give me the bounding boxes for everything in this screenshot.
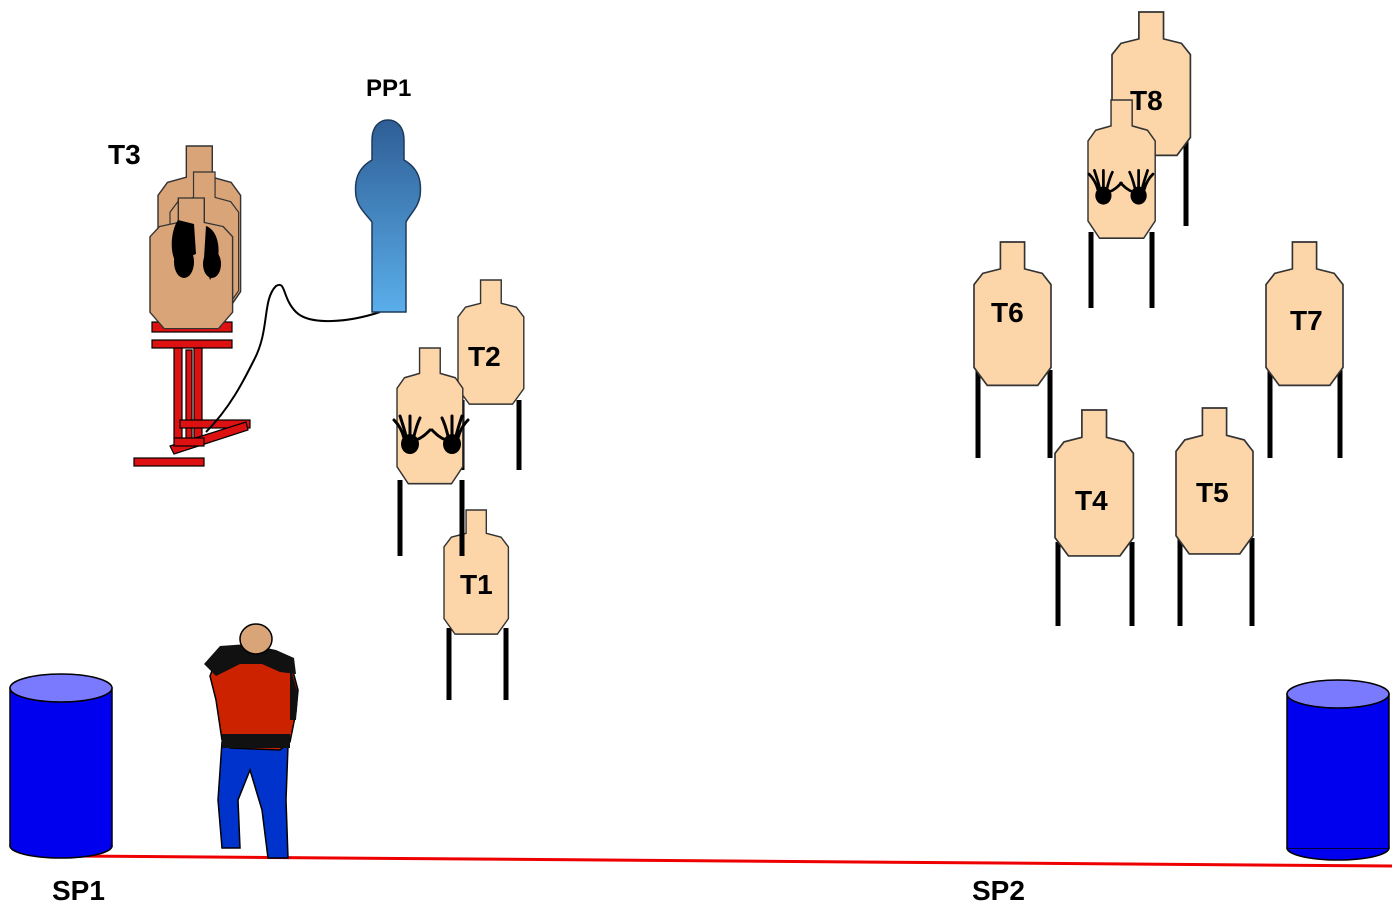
popper-pp1 [354, 119, 422, 313]
target-t1 [443, 509, 510, 700]
label-t4: T4 [1075, 485, 1108, 516]
target-t8 [1111, 11, 1192, 226]
target-t6 [973, 241, 1053, 458]
target-t7 [1265, 241, 1344, 458]
target-t2 [457, 279, 525, 470]
no-shoot-target-left [392, 347, 470, 556]
mover-stand [133, 321, 251, 467]
label-sp1: SP1 [52, 875, 105, 903]
barrel-sp2 [1286, 679, 1390, 861]
label-pp1: PP1 [366, 75, 411, 102]
target-t3 [149, 145, 242, 330]
barrel-sp1 [9, 673, 113, 859]
target-t4 [1054, 409, 1135, 626]
label-t7: T7 [1290, 305, 1323, 336]
label-t5: T5 [1196, 477, 1229, 508]
target-t5 [1175, 407, 1255, 626]
label-t8: T8 [1130, 85, 1163, 116]
label-t3: T3 [108, 139, 141, 170]
label-t1: T1 [460, 569, 493, 600]
activation-cable [205, 283, 381, 433]
no-shoot-target-right [1087, 99, 1157, 308]
fault-line [71, 854, 1393, 868]
label-t2: T2 [468, 341, 501, 372]
label-sp2: SP2 [972, 875, 1025, 903]
label-t6: T6 [991, 297, 1024, 328]
shooter-figure [204, 623, 299, 859]
